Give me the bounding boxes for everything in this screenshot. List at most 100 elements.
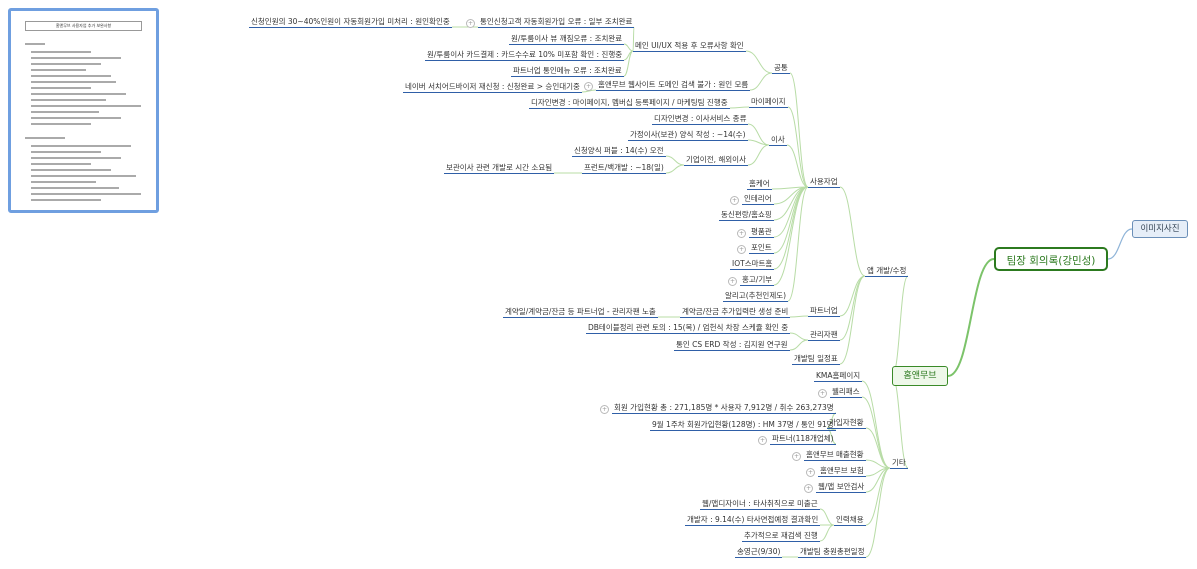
topic-part1[interactable]: 계약금/잔금 추가입력란 생성 준비 (680, 307, 791, 318)
topic-gongtong[interactable]: 공통 (772, 63, 790, 74)
topic-isa3a[interactable]: 신청양식 퍼블 : 14(수) 오전 (572, 146, 666, 157)
topic-homesite[interactable]: 홈앤무브 웹사이트 도메인 검색 불가 : 원인 모름 (596, 80, 751, 91)
topic-hire1[interactable]: 웹/앱디자이너 : 타사취직으로 미출근 (700, 499, 820, 510)
topic-kma[interactable]: KMA홈페이지 (814, 371, 863, 382)
expand-toggle-icon[interactable]: + (806, 468, 815, 477)
topic-isa3c[interactable]: 보관이사 관련 개발로 시간 소요됨 (444, 163, 555, 174)
connector-ui1 (623, 43, 634, 52)
expand-toggle-icon[interactable]: + (728, 277, 737, 286)
expand-toggle-icon[interactable]: + (818, 389, 827, 398)
connector-mgr2 (789, 339, 809, 351)
topic-ui[interactable]: 메인 UI/UX 적용 후 오류사항 확인 (633, 41, 746, 52)
expand-toggle-icon[interactable]: + (730, 196, 739, 205)
expand-toggle-icon[interactable]: + (792, 452, 801, 461)
connector-isa3a (665, 155, 685, 166)
connector-devteam (839, 275, 866, 365)
expand-toggle-icon[interactable]: + (737, 229, 746, 238)
expand-toggle-icon[interactable]: + (584, 82, 593, 91)
topic-interior[interactable]: 인테리어 (742, 194, 774, 205)
expand-toggle-icon[interactable]: + (600, 405, 609, 414)
topic-hire2[interactable]: 개발자 : 9.14(수) 타사면접예정 결과확인 (685, 515, 821, 526)
connector-isa3 (747, 144, 770, 166)
topic-isa1[interactable]: 디자인변경 : 이사서비스 종류 (652, 114, 749, 125)
topic-insure[interactable]: 홈앤무브 보험 (818, 466, 866, 477)
connector-hire1 (819, 508, 835, 526)
connector-isa1 (747, 123, 770, 146)
topic-mgr2[interactable]: 통인 CS ERD 작성 : 김지원 연구원 (674, 340, 790, 351)
topic-js1[interactable]: 회원 가입현황 총 : 271,185명 * 사용자 7,912명 / 취수 2… (612, 403, 836, 414)
topic-dev1[interactable]: 송영근(9/30) (735, 547, 783, 558)
connector-joinstat (865, 427, 891, 469)
topic-isa[interactable]: 이사 (769, 135, 787, 146)
connector-kma (861, 380, 891, 469)
expand-toggle-icon[interactable]: + (466, 19, 475, 28)
connector-manager (839, 275, 866, 341)
topic-mp1[interactable]: 디자인변경 : 마이페이지, 멤버십 등록페이지 / 마케팅팀 진행중 (529, 98, 730, 109)
topic-part1c[interactable]: 계약일/계약금/잔금 등 파트너업 - 관리자팬 노출 (503, 307, 658, 318)
connector-sayong (839, 186, 866, 277)
topic-mypage[interactable]: 마이페이지 (749, 97, 788, 108)
topic-partner[interactable]: 파트너업 (808, 306, 840, 317)
connector-wellness (861, 396, 891, 469)
connector-gongtong (789, 72, 809, 188)
topic-hc[interactable]: 홈케어 (747, 179, 772, 190)
expand-toggle-icon[interactable]: + (758, 436, 767, 445)
topic-alarm[interactable]: 알리고(추천인제도) (723, 291, 789, 302)
topic-isa3[interactable]: 기업이전, 해외이사 (684, 155, 748, 166)
topic-ui1[interactable]: 원/투룸이사 뷰 깨짐오류 : 조치완료 (509, 34, 625, 45)
topic-js2[interactable]: 9월 1주차 회원가입현황(128명) : HM 37명 / 통인 91명 (650, 420, 836, 431)
topic-ui2[interactable]: 원/투룸이사 카드결제 : 카드수수료 10% 미포함 확인 : 진행중 (425, 50, 625, 61)
topic-pyeong[interactable]: 평품관 (749, 227, 774, 238)
connector-ad (773, 186, 809, 286)
topic-sales[interactable]: 홈앤무브 매출현황 (804, 450, 866, 461)
root-topic[interactable]: 팀장 회의록(강민성) (994, 247, 1108, 271)
connector-root-main (947, 258, 995, 377)
side-topic-images[interactable]: 이미지사진 (1132, 220, 1188, 238)
expand-toggle-icon[interactable]: + (804, 484, 813, 493)
connector-hire3 (819, 524, 835, 542)
topic-isa2[interactable]: 가정이사(보관) 양식 작성 : ~14(수) (628, 130, 748, 141)
topic-idauto[interactable]: 통인신청고객 자동회원가입 오류 : 일부 조치완료 (478, 17, 635, 28)
document-thumbnail[interactable]: 홈앤무브 사용자업 추가 보완사항 (8, 8, 159, 213)
connector-alarm (787, 186, 809, 302)
topic-idauto-c[interactable]: 신청인원의 30~40%인원이 자동회원가입 미처리 : 원인확인중 (249, 17, 452, 28)
topic-joinstat[interactable]: 가입자현황 (827, 418, 866, 429)
topic-remodel[interactable]: 동신편랑/홈쇼핑 (719, 210, 774, 221)
connector-mypage (787, 106, 809, 188)
connector-homesite (749, 72, 773, 91)
connector-app (891, 275, 909, 377)
connector-mgr1 (789, 332, 809, 341)
topic-naver[interactable]: 네이버 서치어드바이저 재신청 : 신청완료 > 승인대기중 (403, 82, 582, 93)
topic-mgr1[interactable]: DB테이블정리 관련 토의 : 15(목) / 엄헌식 차장 스케쥴 확인 중 (586, 323, 791, 334)
connector-isa3b (665, 164, 685, 174)
topic-app[interactable]: 앱 개발/수정 (865, 266, 909, 277)
topic-js3[interactable]: 파트너(118개업체) (770, 434, 836, 445)
connector-mp1 (729, 106, 750, 109)
topic-etc[interactable]: 기타 (890, 458, 908, 469)
connector-naver (581, 89, 597, 93)
topic-isa3b[interactable]: 프런트/백개발 : ~18(일) (582, 163, 666, 174)
topic-sayong[interactable]: 사용자업 (808, 177, 840, 188)
topic-devplan[interactable]: 개발팀 충원총편일정 (798, 547, 867, 558)
topic-manager[interactable]: 관리자팬 (808, 330, 840, 341)
connector-etc (891, 375, 909, 469)
expand-toggle-icon[interactable]: + (737, 245, 746, 254)
connector-hire (865, 467, 891, 526)
topic-wellness[interactable]: 웰리패스 (830, 387, 862, 398)
connector-ui3 (623, 50, 634, 77)
thumbnail-title: 홈앤무브 사용자업 추가 보완사항 (25, 21, 142, 31)
topic-ad[interactable]: 홍고/기부 (740, 275, 775, 286)
topic-hire[interactable]: 인력채용 (834, 515, 866, 526)
topic-ui3[interactable]: 파트너업 통인메뉴 오류 : 조치완료 (511, 66, 624, 77)
topic-appweb[interactable]: 웹/앱 보안검사 (816, 482, 867, 493)
connector-isa (786, 144, 809, 188)
topic-devteam[interactable]: 개발팀 일정표 (792, 354, 840, 365)
main-topic-homeandmove[interactable]: 홈앤무브 (892, 366, 948, 386)
topic-point[interactable]: 포인트 (749, 243, 774, 254)
topic-hire3[interactable]: 추가적으로 재검색 진행 (742, 531, 820, 542)
connector-root-side (1107, 228, 1133, 260)
connector-point (773, 186, 809, 254)
connector-ui (745, 50, 773, 74)
topic-iot[interactable]: IOT스마트홈 (730, 259, 775, 270)
